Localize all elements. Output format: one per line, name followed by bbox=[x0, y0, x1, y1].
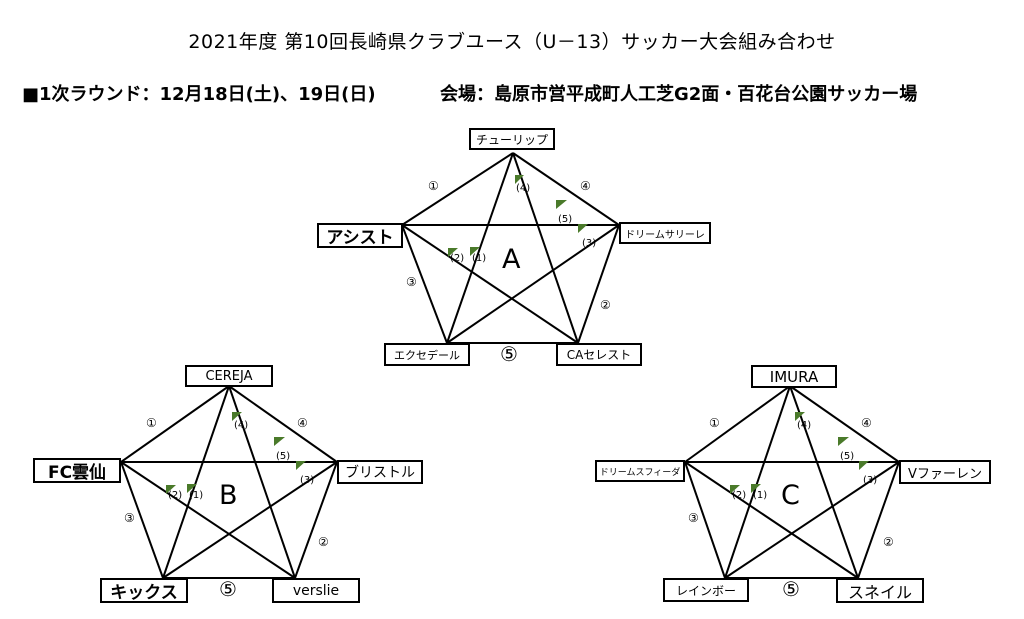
c-flag-4 bbox=[795, 412, 805, 421]
group-b-match-1: ① bbox=[146, 416, 157, 430]
group-c-letter: C bbox=[781, 480, 800, 511]
b-diag-left-bottomright bbox=[120, 461, 296, 579]
b-flag-2 bbox=[166, 485, 176, 494]
c-edge-left-bottomleft bbox=[684, 461, 726, 579]
b-diag-top-bottomright bbox=[228, 385, 296, 579]
a-edge-top-right bbox=[512, 152, 620, 226]
team-b-bottom-right: verslie bbox=[272, 578, 360, 603]
group-a-match-5: ⑤ bbox=[500, 342, 518, 366]
c-diag-right-bottomleft bbox=[724, 461, 900, 579]
team-b-top: CEREJA bbox=[185, 365, 273, 387]
group-b-match-5: ⑤ bbox=[219, 577, 237, 601]
b-edge-top-left bbox=[120, 385, 230, 463]
b-marker-5: (5) bbox=[276, 451, 291, 462]
a-flag-4 bbox=[515, 175, 524, 184]
a-diag-left-bottomright bbox=[401, 224, 579, 344]
b-marker-2: (2) bbox=[168, 490, 183, 501]
a-flag-5 bbox=[556, 200, 567, 209]
b-diag-right-bottomleft bbox=[162, 461, 338, 579]
a-flag-3 bbox=[578, 224, 588, 233]
round-schedule: ■1次ラウンド：12月18日(土)、19日(日) bbox=[22, 84, 376, 105]
a-flag-2 bbox=[448, 248, 458, 257]
a-marker-5: (5) bbox=[558, 214, 573, 225]
c-edge-right-bottomright bbox=[857, 461, 900, 579]
team-a-right: ドリームサリーレ bbox=[619, 222, 711, 244]
team-a-bottom-right: CAセレスト bbox=[556, 343, 642, 366]
group-a-match-1: ① bbox=[428, 179, 439, 193]
team-c-top: IMURA bbox=[751, 365, 837, 388]
a-edge-right-bottomright bbox=[577, 224, 620, 344]
flag-markers bbox=[166, 175, 869, 494]
c-flag-3 bbox=[859, 461, 869, 470]
c-edge-top-left bbox=[684, 385, 791, 463]
team-a-bottom-left: エクセデール bbox=[384, 343, 470, 366]
group-a-match-3: ③ bbox=[406, 275, 417, 289]
a-flag-1 bbox=[470, 247, 480, 256]
a-marker-1: (1) bbox=[472, 253, 487, 264]
team-c-bottom-right: スネイル bbox=[836, 578, 924, 603]
b-marker-1: (1) bbox=[189, 490, 204, 501]
b-flag-5 bbox=[274, 437, 285, 446]
group-a-letter: A bbox=[502, 244, 521, 275]
b-edge-left-bottomleft bbox=[120, 461, 164, 579]
c-diag-top-bottomleft bbox=[724, 385, 791, 579]
b-flag-3 bbox=[296, 461, 306, 470]
group-b-letter: B bbox=[219, 480, 238, 511]
team-b-bottom-left: キックス bbox=[100, 578, 188, 603]
c-flag-2 bbox=[730, 485, 740, 494]
group-b-match-3: ③ bbox=[124, 511, 135, 525]
b-flag-1 bbox=[187, 484, 197, 493]
a-marker-2: (2) bbox=[450, 253, 465, 264]
group-a-match-2: ② bbox=[600, 298, 611, 312]
a-marker-3: (3) bbox=[582, 238, 597, 249]
group-c-match-5: ⑤ bbox=[782, 577, 800, 601]
team-c-right: Vファーレン bbox=[899, 460, 991, 484]
a-diag-right-bottomleft bbox=[446, 224, 620, 344]
b-edge-top-right bbox=[228, 385, 338, 463]
team-a-top: チューリップ bbox=[469, 128, 555, 150]
c-marker-5: (5) bbox=[840, 451, 855, 462]
team-c-left: ドリームスフィーダ bbox=[595, 460, 685, 482]
group-c-match-4: ④ bbox=[861, 416, 872, 430]
a-marker-4: (4) bbox=[516, 183, 531, 194]
b-edge-right-bottomright bbox=[294, 461, 338, 579]
a-diag-top-bottomleft bbox=[446, 152, 514, 344]
team-a-left: アシスト bbox=[317, 223, 403, 248]
group-a-match-4: ④ bbox=[580, 179, 591, 193]
b-marker-4: (4) bbox=[234, 420, 249, 431]
group-b-match-4: ④ bbox=[297, 416, 308, 430]
a-edge-left-bottomleft bbox=[401, 224, 448, 344]
group-c-lines bbox=[684, 385, 900, 579]
c-diag-top-bottomright bbox=[789, 385, 859, 579]
b-diag-top-bottomleft bbox=[162, 385, 230, 579]
round-info: ■1次ラウンド：12月18日(土)、19日(日) 会場：島原市営平成町人工芝G2… bbox=[22, 80, 917, 106]
c-flag-1 bbox=[751, 484, 761, 493]
group-a-lines bbox=[401, 152, 620, 344]
page-title: 2021年度 第10回長崎県クラブユース（U－13）サッカー大会組み合わせ bbox=[188, 31, 836, 53]
c-diag-left-bottomright bbox=[684, 461, 859, 579]
team-c-bottom-left: レインボー bbox=[663, 578, 749, 602]
c-marker-3: (3) bbox=[863, 475, 878, 486]
group-c-match-1: ① bbox=[709, 416, 720, 430]
c-marker-1: (1) bbox=[753, 490, 768, 501]
group-b-lines bbox=[120, 385, 338, 579]
b-marker-3: (3) bbox=[300, 475, 315, 486]
venue-info: 会場：島原市営平成町人工芝G2面・百花台公園サッカー場 bbox=[440, 84, 918, 105]
group-b-match-2: ② bbox=[318, 535, 329, 549]
group-c-match-2: ② bbox=[883, 535, 894, 549]
c-edge-top-right bbox=[789, 385, 900, 463]
c-marker-2: (2) bbox=[732, 490, 747, 501]
b-flag-4 bbox=[232, 412, 242, 421]
a-edge-top-left bbox=[401, 152, 514, 226]
team-b-right: ブリストル bbox=[337, 460, 423, 484]
c-marker-4: (4) bbox=[797, 420, 812, 431]
group-c-match-3: ③ bbox=[688, 511, 699, 525]
team-b-left: FC雲仙 bbox=[33, 458, 121, 483]
c-flag-5 bbox=[838, 437, 849, 446]
a-diag-top-bottomright bbox=[512, 152, 579, 344]
